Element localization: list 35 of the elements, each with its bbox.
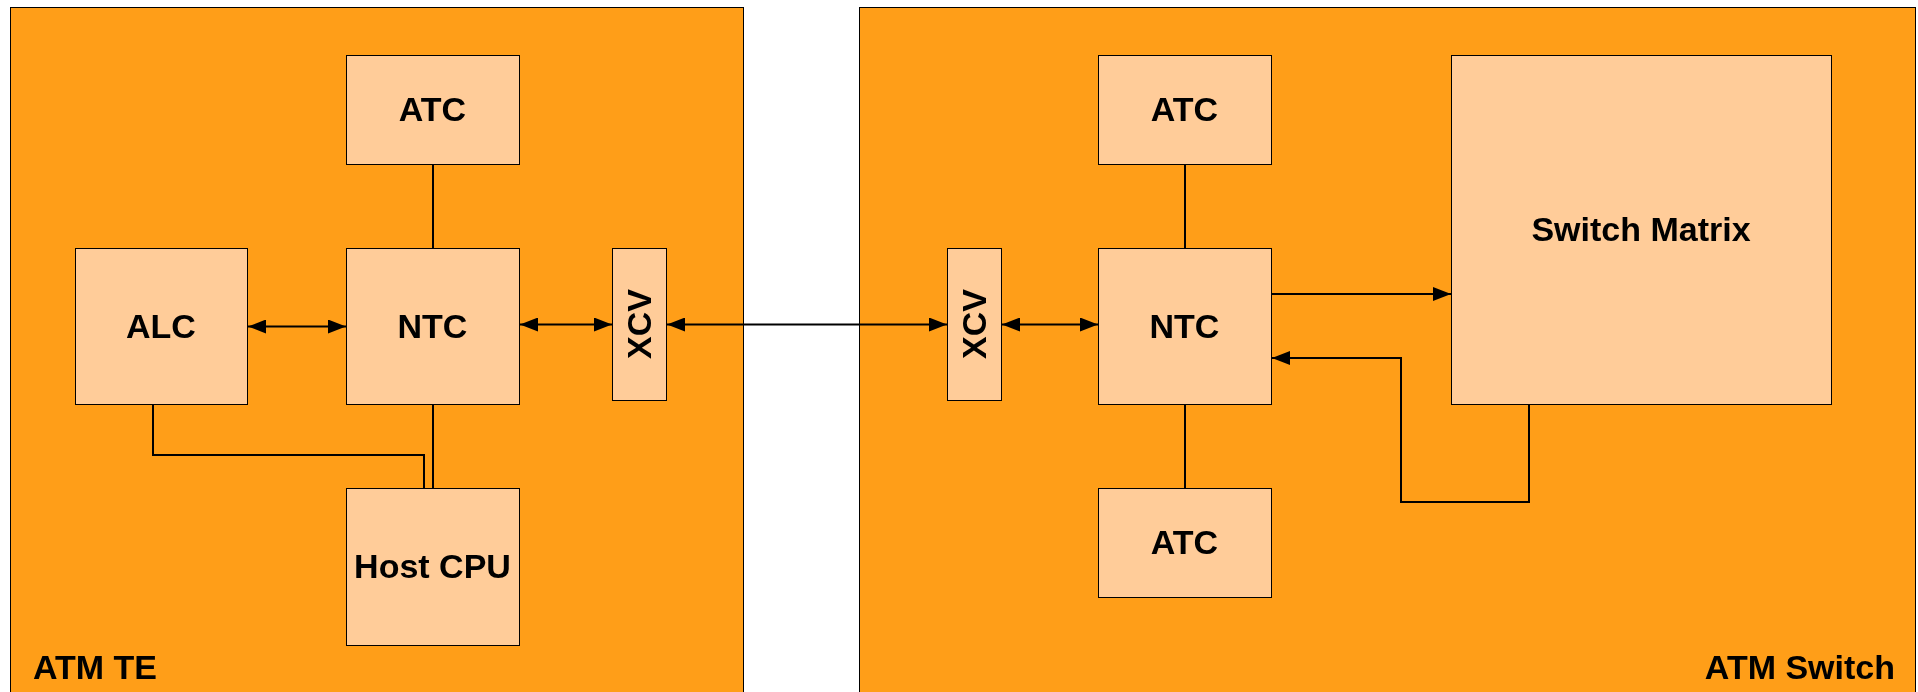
connector-line xyxy=(1184,164,1186,249)
component-box xyxy=(345,54,520,165)
node-label: ATC xyxy=(398,89,467,131)
node-label: ATC xyxy=(1150,522,1219,564)
component-box xyxy=(1097,247,1272,405)
connector-line xyxy=(152,404,425,489)
system-panel xyxy=(10,7,744,692)
panel-label: ATM Switch xyxy=(1704,646,1895,688)
component-box xyxy=(345,247,520,405)
node-label: NTC xyxy=(1149,305,1220,347)
node-label: ALC xyxy=(126,305,196,347)
component-box xyxy=(1097,487,1272,598)
component-box xyxy=(1450,54,1832,405)
connector-line xyxy=(1184,404,1186,489)
component-box xyxy=(946,247,1002,401)
node-label: ATC xyxy=(1150,89,1219,131)
node-label: NTC xyxy=(397,305,468,347)
connector-line xyxy=(432,404,434,489)
arrow xyxy=(519,317,613,332)
node-label: Host CPU xyxy=(354,546,511,588)
component-box xyxy=(1097,54,1272,165)
arrow xyxy=(247,319,347,334)
node-label: XCV xyxy=(953,289,994,359)
system-panel xyxy=(859,7,1916,692)
arrow xyxy=(1271,351,1530,503)
component-box xyxy=(74,247,248,405)
panel-label: ATM TE xyxy=(33,646,157,688)
component-box xyxy=(611,247,667,401)
node-label: Switch Matrix xyxy=(1531,209,1751,251)
node-label: XCV xyxy=(618,289,659,359)
connector-line xyxy=(432,164,434,249)
arrow xyxy=(666,317,948,332)
arrow xyxy=(1271,287,1452,301)
component-box xyxy=(345,487,520,646)
arrow xyxy=(1001,317,1099,332)
